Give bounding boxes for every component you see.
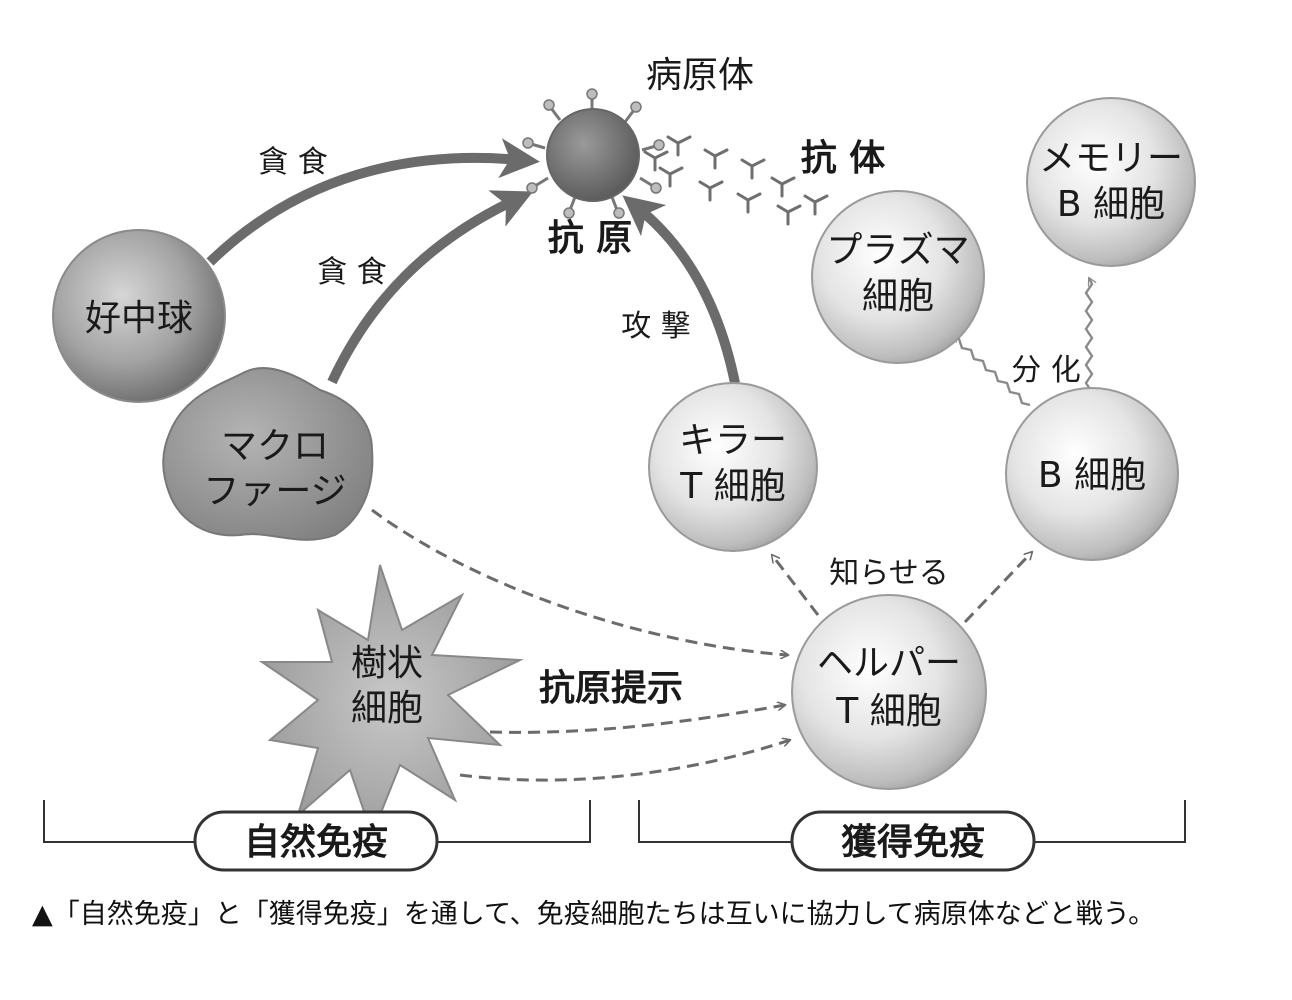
memory-b-label-1: メモリー — [1039, 138, 1183, 179]
antigen-presentation-label: 抗原提示 — [539, 667, 683, 709]
arrow-dendritic-to-helper-1 — [489, 705, 785, 734]
immune-diagram: 病原体 抗 原 抗 体 好中球 マクロ ファージ 樹状 細胞 キラー T 細胞 … — [43, 55, 1196, 872]
pathogen-label: 病原体 — [646, 55, 754, 96]
neutrophil-label: 好中球 — [85, 298, 193, 339]
killer-t-label-1: キラー — [679, 420, 787, 461]
memory-b-label-2: B 細胞 — [1057, 184, 1165, 225]
plasma-label-2: 細胞 — [862, 276, 934, 317]
differentiate-label: 分 化 — [1011, 353, 1081, 388]
antibody-label: 抗 体 — [801, 137, 886, 179]
antibody-icons — [643, 135, 829, 226]
phagocytosis-label-2: 貪 食 — [317, 255, 387, 290]
antigen-label: 抗 原 — [548, 217, 633, 259]
dendritic-label-2: 細胞 — [351, 688, 423, 729]
arrow-helper-to-bcell — [963, 552, 1032, 624]
arrow-dendritic-to-helper-2 — [459, 740, 790, 782]
innate-label-box — [193, 810, 439, 872]
killer-t-cell — [648, 382, 818, 552]
plasma-label-1: プラズマ — [826, 230, 969, 271]
caption: ▲「自然免疫」と「獲得免疫」を通して、免疫細胞たちは互いに協力して病原体などと戦… — [32, 895, 1272, 935]
helper-t-cell — [791, 594, 987, 790]
arrow-macrophage-to-antigen — [327, 190, 534, 385]
arrow-bcell-to-plasma — [953, 335, 1031, 407]
b-cell-label: B 細胞 — [1038, 455, 1146, 496]
pathogen-icon — [522, 88, 665, 219]
helper-t-label-2: T 細胞 — [835, 691, 941, 732]
killer-t-label-2: T 細胞 — [679, 466, 785, 507]
macrophage-cell — [162, 367, 374, 541]
phagocytosis-label-1: 貪 食 — [258, 145, 328, 180]
caption-text: 「自然免疫」と「獲得免疫」を通して、免疫細胞たちは互いに協力して病原体などと戦う… — [52, 899, 1156, 930]
arrow-killer-to-antigen — [622, 195, 740, 385]
innate-immunity-label: 自然免疫 — [244, 821, 388, 863]
adaptive-immunity-label: 獲得免疫 — [841, 822, 985, 863]
dendritic-label-1: 樹状 — [351, 643, 423, 684]
macrophage-label-1: マクロ — [221, 426, 329, 467]
neutrophil-cell — [52, 229, 226, 403]
attack-label: 攻 撃 — [621, 309, 691, 344]
notify-label: 知らせる — [829, 556, 948, 591]
arrow-bcell-to-memory — [1084, 278, 1092, 393]
arrow-helper-to-killer — [772, 555, 820, 616]
plasma-cell — [811, 190, 985, 364]
macrophage-label-2: ファージ — [203, 471, 346, 512]
b-cell — [1005, 387, 1179, 561]
helper-t-label-1: ヘルパー — [817, 643, 961, 684]
adaptive-label-box — [790, 810, 1036, 872]
caption-marker: ▲ — [32, 899, 53, 930]
arrow-neutrophil-to-antigen — [206, 138, 540, 266]
memory-b-cell — [1026, 97, 1196, 267]
arrow-macrophage-to-helper — [371, 508, 788, 655]
